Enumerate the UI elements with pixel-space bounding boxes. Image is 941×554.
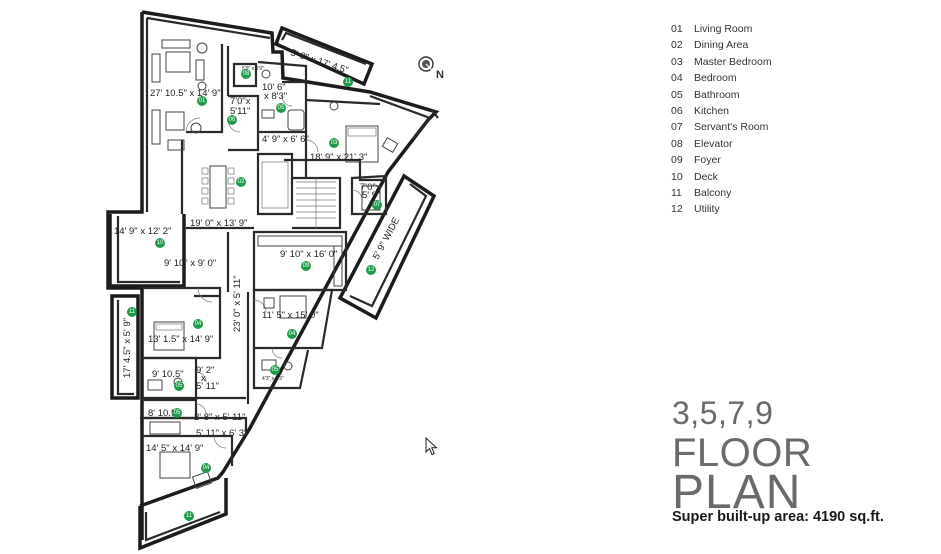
svg-text:05: 05 (176, 383, 183, 389)
dim-tiny-b: 4'3" x 4'3" (262, 376, 284, 382)
dim-tiny-a: 5'9" x 6'9" (242, 66, 264, 72)
dim-servant-a: 7'0"x (360, 182, 381, 193)
badge-balcony-bottom: 11 (184, 511, 194, 521)
dim-hall-small: 2' 8" x 5' 11" (194, 412, 245, 423)
dim-corridor: 23' 0" x 5' 11" (232, 275, 243, 332)
svg-text:05: 05 (174, 410, 181, 416)
room-badges: 01 02 03 04 04 04 05 05 05 05 06 07 08 0… (127, 69, 382, 521)
svg-text:05: 05 (272, 367, 279, 373)
badge-bed-left: 04 (193, 319, 203, 329)
svg-text:01: 01 (199, 98, 206, 104)
dim-bed-mid: 11' 5" x 15' 0" (262, 310, 319, 321)
badge-bath-a: 05 (276, 103, 286, 113)
dim-servant-b: 5' 9" (362, 190, 380, 201)
dim-bath-left-a: 9' 2" (196, 365, 214, 376)
dim-bath-top-a: 10' 6" (262, 82, 286, 93)
badge-servant: 07 (372, 200, 382, 210)
dim-bath-master: 4' 9" x 6' 6" (262, 134, 309, 145)
badge-balcony-top: 11 (343, 77, 353, 87)
svg-text:04: 04 (195, 321, 202, 327)
svg-text:05: 05 (278, 105, 285, 111)
interior-walls (140, 44, 388, 466)
dim-hall-low: 5' 11" x 6' 3" (196, 428, 247, 439)
badge-balcony-left: 11 (127, 307, 137, 317)
badge-master: 03 (329, 138, 339, 148)
dim-kitchen: 9' 10" x 16' 0" (280, 249, 337, 260)
svg-text:02: 02 (238, 179, 245, 185)
compass-label: N (436, 69, 444, 81)
dim-lobby-b: 5'11" (230, 106, 250, 117)
building-outline (106, 10, 440, 551)
dim-dining: 19' 0" x 13' 9" (190, 218, 247, 229)
badge-foyer: 09 (301, 261, 311, 271)
svg-text:11: 11 (186, 513, 193, 519)
compass-icon: N (418, 56, 444, 81)
mouse-cursor-icon (425, 437, 438, 456)
dim-bath-left-b: x (201, 373, 206, 384)
dim-bath-top-b: x 8'3" (264, 91, 287, 102)
dim-deck-outer: 14' 9" x 12' 2" (114, 226, 171, 237)
badge-bath-b: 05 (270, 365, 280, 375)
svg-text:04: 04 (203, 465, 210, 471)
svg-text:04: 04 (289, 331, 296, 337)
svg-text:08: 08 (243, 71, 250, 77)
floor-numbers: 3,5,7,9 (672, 395, 774, 431)
dim-balcony-left: 17' 4.5" x 5' 9" (122, 318, 133, 378)
floor-word: FLOOR (672, 431, 813, 475)
dim-bath-left-d: 9' 10.5" (152, 369, 184, 380)
badge-bath-d: 05 (172, 408, 182, 418)
svg-text:09: 09 (303, 263, 310, 269)
badge-deck: 10 (155, 238, 165, 248)
dim-deck-inner: 9' 10" x 9' 0" (164, 258, 216, 269)
svg-text:07: 07 (374, 202, 381, 208)
dim-master-bed: 18' 9" x 21' 3" (310, 152, 367, 163)
dim-bath-left-e: 8' 10.5" (148, 408, 180, 419)
dim-lobby-a: 7'0"x (230, 96, 251, 107)
badge-utility: 12 (366, 265, 376, 275)
dim-bed-left: 13' 1.5" x 14' 9" (148, 334, 213, 345)
svg-text:11: 11 (345, 79, 352, 85)
dim-living: 27' 10.5" x 14' 9" (150, 88, 221, 99)
dim-bath-left-c: 5' 11" (196, 381, 219, 392)
badge-bath-c: 05 (174, 381, 184, 391)
svg-text:12: 12 (368, 267, 375, 273)
svg-text:03: 03 (331, 140, 338, 146)
badge-bed-bottom: 04 (201, 463, 211, 473)
plan-word: PLAN (672, 466, 802, 519)
super-builtup-area: Super built-up area: 4190 sq.ft. (672, 509, 884, 525)
dim-bed-bottom: 14' 5" x 14' 9" (146, 443, 203, 454)
svg-text:06: 06 (229, 117, 236, 123)
svg-text:11: 11 (129, 309, 136, 315)
svg-text:10: 10 (157, 240, 164, 246)
badge-living: 01 (197, 96, 207, 106)
badge-elevator: 08 (241, 69, 251, 79)
badge-kitchen: 06 (227, 115, 237, 125)
badge-dining: 02 (236, 177, 246, 187)
badge-bed-mid: 04 (287, 329, 297, 339)
